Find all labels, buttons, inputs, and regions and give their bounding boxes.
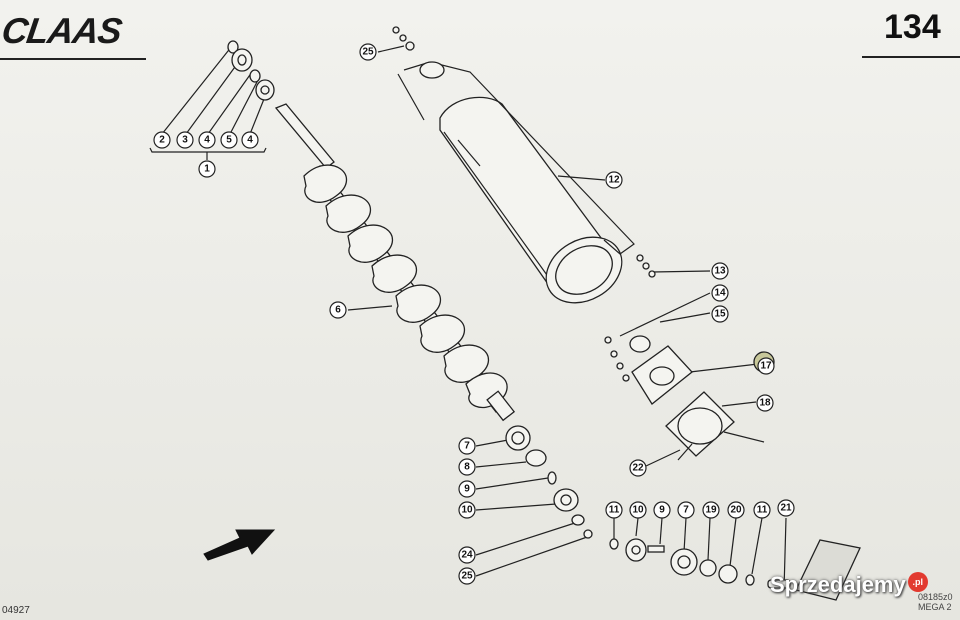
callout-badge: 13 [711, 262, 729, 280]
page-number: 134 [884, 8, 941, 46]
svg-text:7: 7 [464, 441, 470, 452]
callout-badge: 4 [198, 131, 216, 149]
svg-text:17: 17 [760, 361, 772, 372]
svg-text:13: 13 [714, 266, 726, 277]
drawing-code-right: 08185z0 MEGA 2 [918, 592, 953, 612]
callout-badge: 25 [359, 43, 377, 61]
callout-badge: 11 [605, 501, 623, 519]
svg-text:14: 14 [714, 288, 726, 299]
hub-parts [227, 40, 275, 101]
svg-text:9: 9 [659, 505, 665, 516]
svg-text:11: 11 [609, 505, 620, 516]
svg-text:6: 6 [335, 305, 341, 316]
callout-badge: 10 [458, 501, 476, 519]
callout-badge: 8 [458, 458, 476, 476]
drawing-code-right-line1: 08185z0 [918, 592, 953, 602]
callout-badge: 17 [757, 357, 775, 375]
svg-text:15: 15 [714, 309, 726, 320]
callout-badge: 6 [329, 301, 347, 319]
callout-badge: 15 [711, 305, 729, 323]
callout-badge: 19 [702, 501, 720, 519]
callout-badge: 10 [629, 501, 647, 519]
svg-text:1: 1 [204, 164, 210, 175]
svg-text:5: 5 [226, 135, 232, 146]
callout-badge: 24 [458, 546, 476, 564]
svg-text:19: 19 [705, 505, 717, 516]
brand-underline [0, 58, 146, 60]
svg-text:11: 11 [757, 505, 768, 516]
svg-text:25: 25 [461, 571, 473, 582]
watermark-badge: .pl [907, 572, 928, 592]
svg-text:4: 4 [247, 135, 253, 146]
svg-text:7: 7 [683, 505, 689, 516]
svg-text:10: 10 [632, 505, 644, 516]
svg-text:22: 22 [632, 463, 644, 474]
callout-badge: 1 [198, 160, 216, 178]
svg-text:18: 18 [759, 398, 771, 409]
watermark-text: Sprzedajemy [770, 572, 906, 597]
leader-lines [149, 45, 787, 591]
tube [392, 26, 656, 304]
watermark: Sprzedajemy.pl [770, 572, 928, 598]
callout-badge: 9 [653, 501, 671, 519]
svg-text:9: 9 [464, 484, 470, 495]
callout-badge: 9 [458, 480, 476, 498]
svg-text:2: 2 [159, 135, 165, 146]
svg-text:20: 20 [730, 505, 742, 516]
svg-text:25: 25 [362, 47, 374, 58]
svg-text:3: 3 [182, 135, 188, 146]
callout-badge: 2 [153, 131, 171, 149]
callout-badge: 5 [220, 131, 238, 149]
drawing-code-right-line2: MEGA 2 [918, 602, 952, 612]
svg-text:4: 4 [204, 135, 210, 146]
svg-text:12: 12 [608, 175, 620, 186]
drawing-code-left: 04927 [2, 605, 30, 616]
callout-badge: 22 [629, 459, 647, 477]
callout-labels: 2 3 4 5 4 1 6 25 12 13 14 15 17 18 22 7 … [153, 43, 795, 585]
auger-screw [274, 103, 516, 422]
callout-badge: 7 [677, 501, 695, 519]
drive-parts [505, 425, 861, 601]
svg-text:24: 24 [461, 550, 473, 561]
callout-badge: 4 [241, 131, 259, 149]
callout-badge: 20 [727, 501, 745, 519]
callout-badge: 11 [753, 501, 771, 519]
direction-arrow-icon [203, 529, 276, 561]
callout-badge: 14 [711, 284, 729, 302]
callout-badge: 18 [756, 394, 774, 412]
callout-badge: 21 [777, 499, 795, 517]
callout-badge: 12 [605, 171, 623, 189]
bearing-housing [604, 335, 775, 461]
svg-text:10: 10 [461, 505, 473, 516]
svg-text:21: 21 [780, 503, 792, 514]
callout-badge: 7 [458, 437, 476, 455]
svg-text:8: 8 [464, 462, 470, 473]
callout-badge: 3 [176, 131, 194, 149]
callout-badge: 25 [458, 567, 476, 585]
page-number-underline [862, 56, 960, 58]
